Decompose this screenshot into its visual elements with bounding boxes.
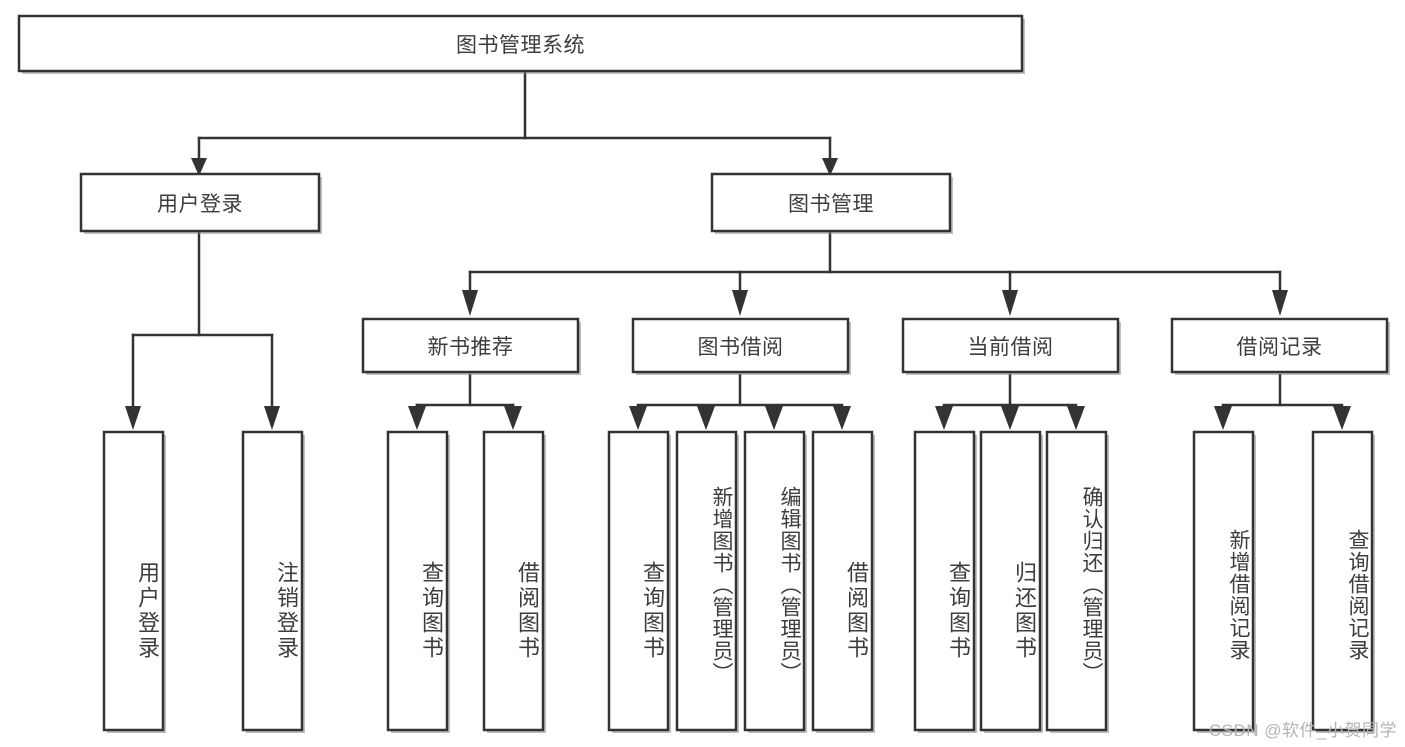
leaf-box-6[interactable] [743,430,806,732]
arrow-head-leaf-logout [264,406,280,430]
csdn-watermark: CSDN @软件_小贺同学 [1208,721,1397,740]
arrow-head-bw-add [697,406,715,430]
arrow-head-user-login [191,158,207,176]
arrow-head-bw-borrow [833,406,851,430]
arrow-head-current [1002,290,1018,316]
arrow-head-record [1272,290,1288,316]
borrow-record-box[interactable] [1170,317,1389,374]
current-borrow-box[interactable] [901,317,1120,374]
leaf-box-8[interactable] [913,430,976,732]
leaf-box-7[interactable] [811,430,874,732]
arrow-head-borrow [732,290,748,316]
arrow-head-rec-query [1333,406,1351,430]
leaf-box-12[interactable] [1311,430,1374,732]
arrow-head-leaf-user-login [125,406,141,430]
borrow-box[interactable] [631,317,850,374]
leaf-box-9[interactable] [979,430,1042,732]
connector-layer [125,68,1351,430]
book-mgmt-box[interactable] [710,172,952,233]
arrow-head-bw-edit [765,406,783,430]
leaf-box-1[interactable] [241,430,304,732]
leaf-box-0[interactable] [102,430,165,732]
arrow-head-nb-borrow [504,406,522,430]
root-box[interactable] [17,14,1024,73]
leaf-box-2[interactable] [386,430,449,732]
arrow-head-cur-confirm [1067,406,1085,430]
arrow-head-cur-query [935,406,953,430]
arrow-head-book-mgmt [822,158,838,176]
arrow-head-rec-add [1214,406,1232,430]
box-layer [17,14,1390,733]
new-book-box[interactable] [361,317,580,374]
user-login-box[interactable] [79,172,321,233]
arrow-head-nb-query [408,406,426,430]
arrow-head-bw-query [629,406,647,430]
leaf-box-3[interactable] [482,430,545,732]
leaf-box-11[interactable] [1192,430,1255,732]
arrow-head-new-book [462,290,478,316]
leaf-box-4[interactable] [607,430,670,732]
leaf-box-10[interactable] [1045,430,1108,732]
leaf-box-5[interactable] [675,430,738,732]
arrow-head-cur-return [1001,406,1019,430]
